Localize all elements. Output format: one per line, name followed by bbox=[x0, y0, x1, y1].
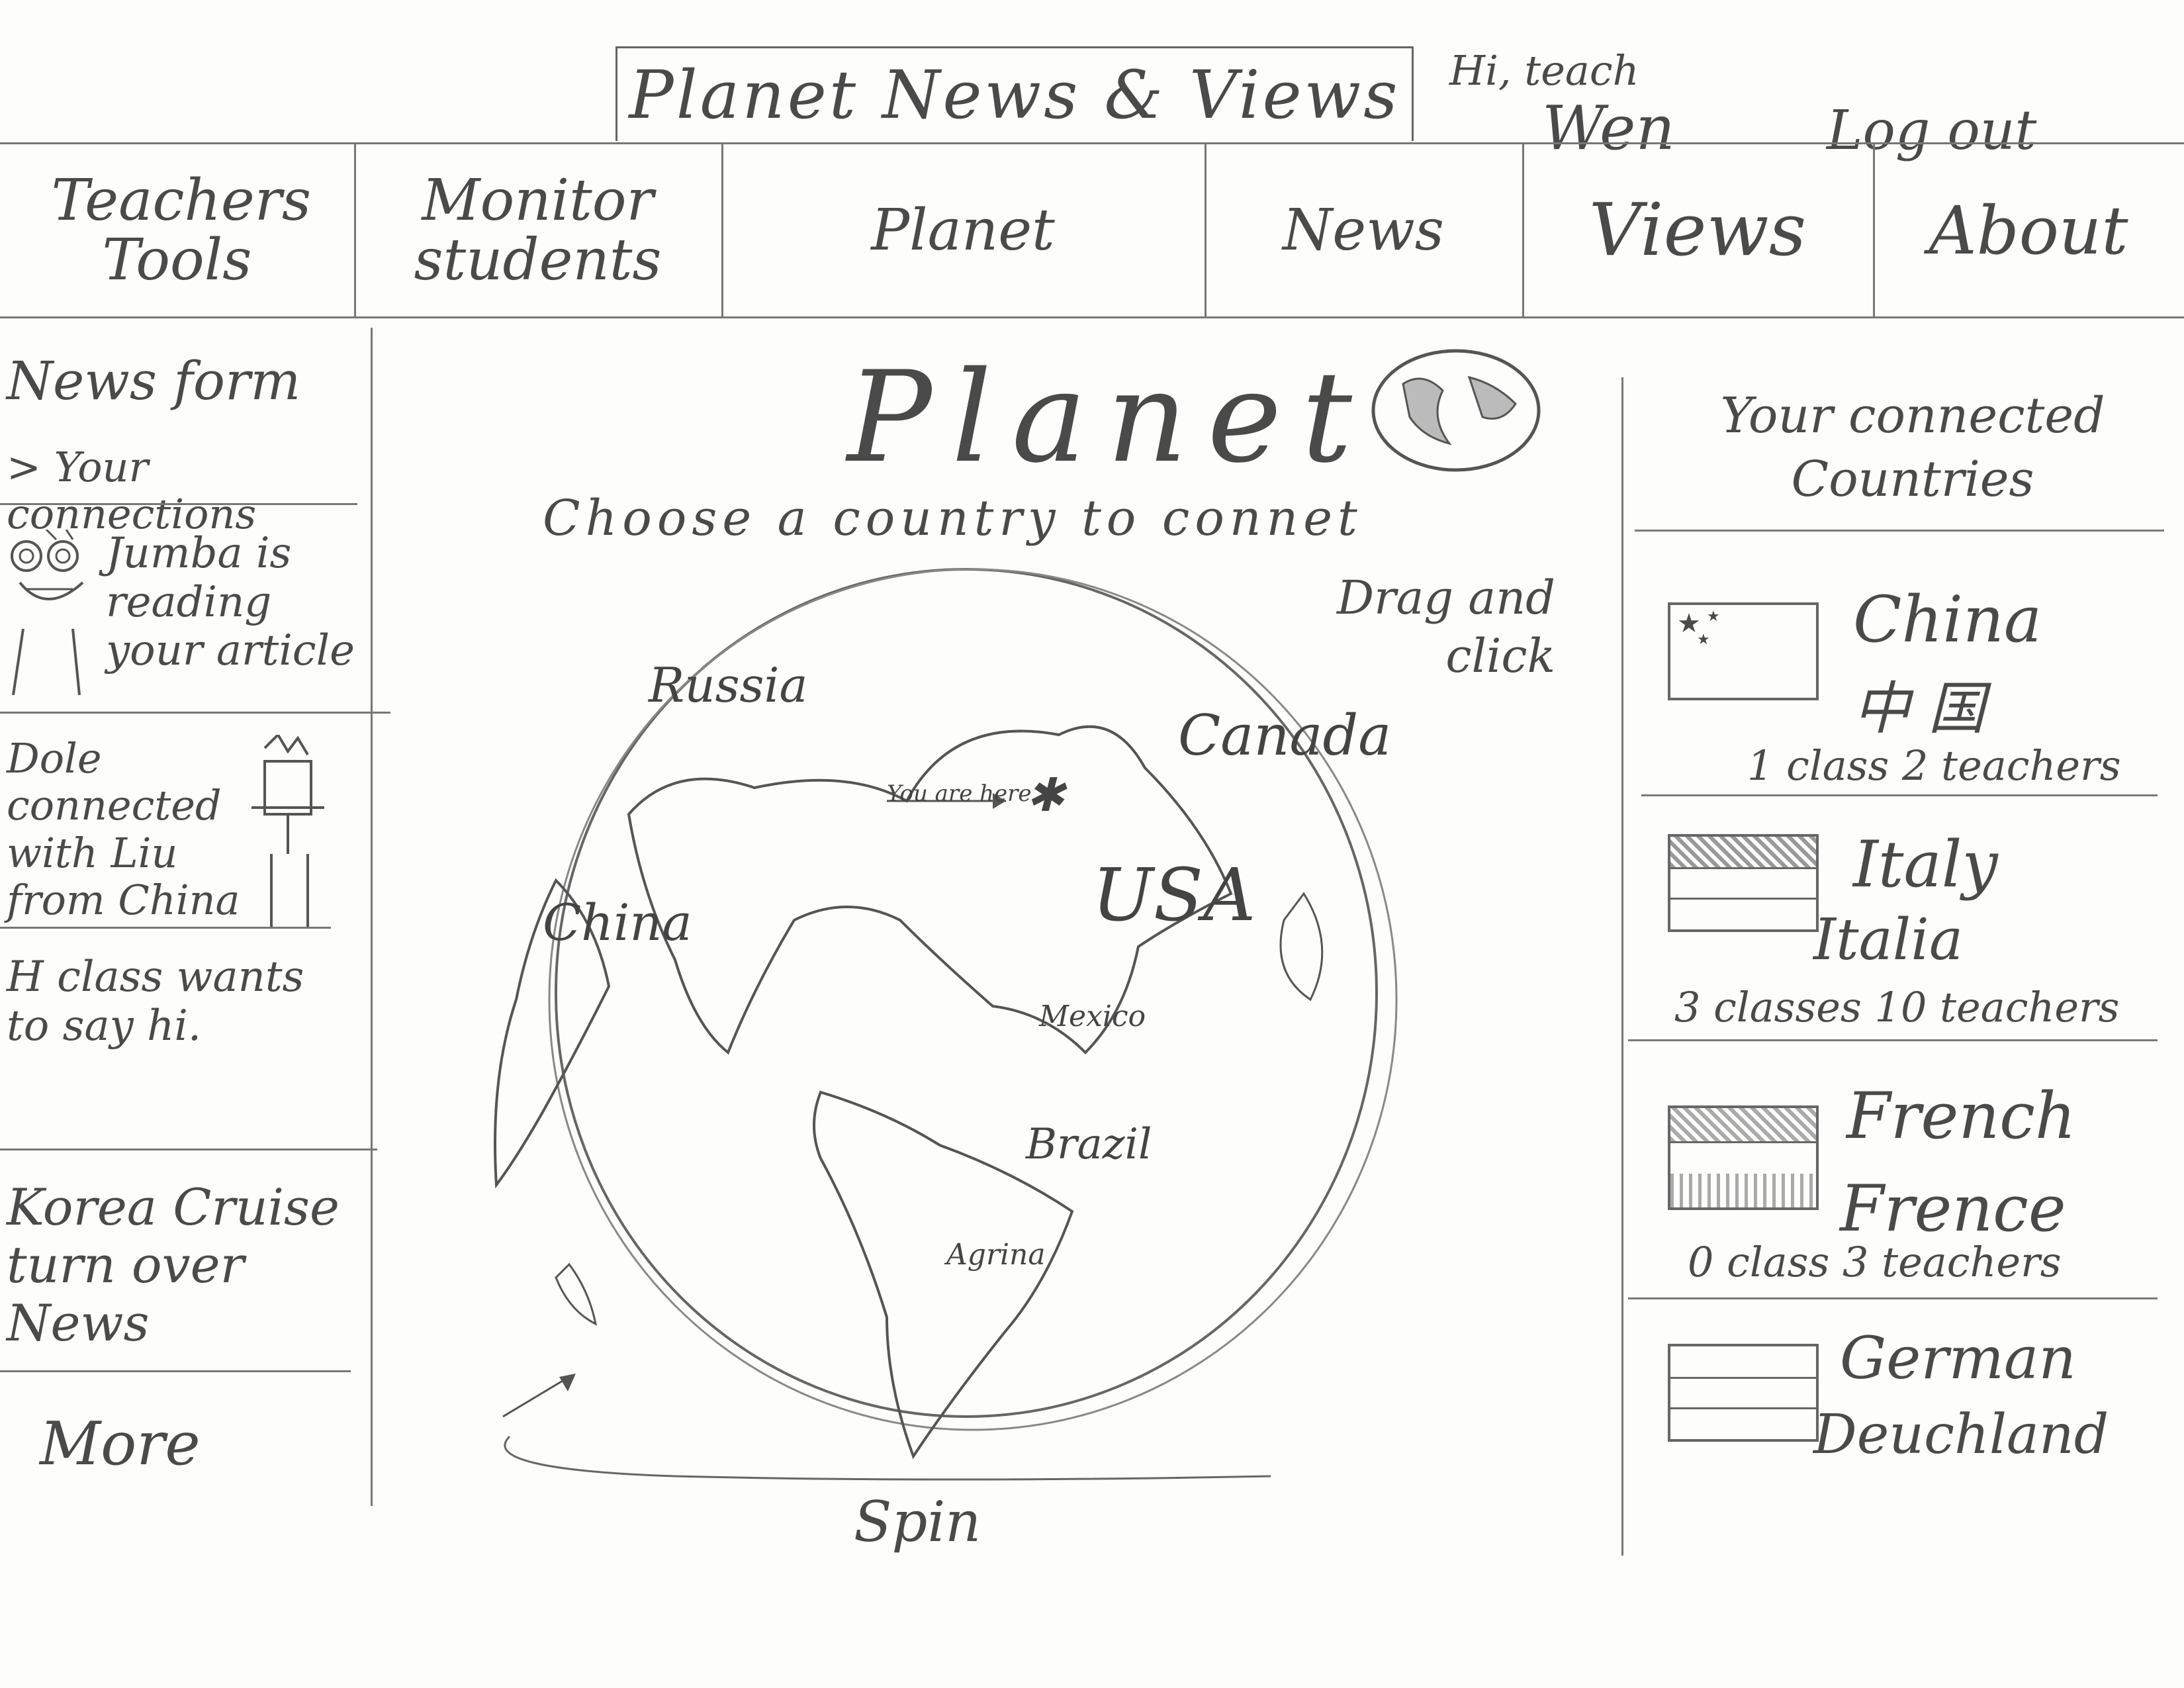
country-native-name: 中 国 bbox=[1853, 676, 1985, 742]
instruction-text: Choose a country to connet bbox=[543, 490, 1363, 547]
feed-text: Jumba is reading your article bbox=[106, 529, 355, 676]
nav-teachers-tools[interactable]: Teachers Tools bbox=[0, 144, 356, 316]
connected-heading: Your connected Countries bbox=[1720, 387, 2105, 508]
stick-figure-icon bbox=[251, 735, 324, 927]
nav-about[interactable]: About bbox=[1929, 191, 2128, 269]
china-flag-icon: ★ ★ ★ bbox=[1668, 602, 1819, 700]
drag-hint: Drag and click bbox=[1336, 571, 1555, 683]
smiley-avatar-icon bbox=[11, 530, 84, 695]
germany-flag-icon bbox=[1668, 1344, 1819, 1442]
nav-monitor-students[interactable]: Monitor students bbox=[354, 144, 723, 316]
country-name: German bbox=[1840, 1324, 2077, 1392]
country-card-italy[interactable]: Italy Italia 3 classes 10 teachers bbox=[1635, 814, 2164, 1066]
country-name: French bbox=[1846, 1079, 2076, 1153]
nav-views[interactable]: Views bbox=[1522, 144, 1875, 316]
map-label-china[interactable]: China bbox=[543, 893, 692, 952]
country-card-france[interactable]: French Frence 0 class 3 teachers bbox=[1635, 1066, 2164, 1317]
map-label-argentina[interactable]: Agrina bbox=[944, 1238, 1046, 1272]
arrow-right-icon: > bbox=[7, 443, 41, 491]
logout-link[interactable]: Log out bbox=[1827, 99, 2037, 162]
greeting-text: Hi, teach bbox=[1449, 46, 1639, 95]
divider bbox=[1628, 1039, 2158, 1041]
divider bbox=[1641, 794, 2158, 796]
main-nav: Teachers Tools Monitor students Planet N… bbox=[0, 142, 2184, 318]
globe-map[interactable]: ✱ Russia Canada USA China Mexico Brazil … bbox=[477, 549, 1456, 1496]
your-connections-link[interactable]: > Your connections bbox=[7, 443, 257, 539]
divider bbox=[1635, 530, 2164, 532]
feed-item[interactable]: Korea Cruise turn over News bbox=[7, 1178, 340, 1352]
map-label-russia[interactable]: Russia bbox=[647, 657, 807, 713]
user-name: Wen bbox=[1542, 93, 1675, 164]
feed-text: Dole connected with Liu from China bbox=[7, 734, 240, 924]
divider bbox=[0, 927, 331, 929]
map-label-mexico[interactable]: Mexico bbox=[1038, 1000, 1146, 1033]
news-form-link[interactable]: News form bbox=[7, 350, 301, 412]
globe-icon bbox=[1371, 349, 1541, 472]
country-stats: 3 classes 10 teachers bbox=[1674, 983, 2120, 1031]
country-native-name: Frence bbox=[1840, 1172, 2066, 1246]
divider bbox=[1628, 1297, 2158, 1299]
you-are-here-label: You are here bbox=[887, 780, 1032, 807]
country-name: Italy bbox=[1853, 827, 1998, 902]
divider bbox=[0, 1370, 351, 1372]
spin-control[interactable]: Spin bbox=[854, 1489, 981, 1554]
you-are-here-marker: ✱ bbox=[1026, 768, 1068, 822]
italy-flag-icon bbox=[1668, 834, 1819, 932]
nav-news[interactable]: News bbox=[1205, 144, 1524, 316]
more-link[interactable]: More bbox=[40, 1409, 201, 1479]
map-label-usa[interactable]: USA bbox=[1092, 853, 1256, 937]
country-card-china[interactable]: ★ ★ ★ China 中 国 1 class 2 teachers bbox=[1635, 569, 2164, 821]
divider bbox=[0, 712, 390, 714]
site-title: Planet News & Views bbox=[615, 46, 1414, 141]
connected-countries-panel bbox=[1621, 377, 2160, 1556]
feed-item[interactable]: H class wants to say hi. bbox=[7, 953, 304, 1051]
country-card-germany[interactable]: German Deuchland bbox=[1635, 1317, 2164, 1569]
france-flag-icon bbox=[1668, 1105, 1819, 1210]
divider bbox=[0, 1149, 377, 1150]
map-label-brazil[interactable]: Brazil bbox=[1025, 1120, 1152, 1169]
country-stats: 1 class 2 teachers bbox=[1747, 741, 2121, 790]
page-title: Planet bbox=[847, 344, 1373, 491]
country-name: China bbox=[1853, 583, 2042, 657]
country-stats: 0 class 3 teachers bbox=[1688, 1238, 2062, 1286]
map-label-canada[interactable]: Canada bbox=[1178, 703, 1391, 768]
country-native-name: Italia bbox=[1813, 907, 1964, 973]
country-native-name: Deuchland bbox=[1813, 1403, 2109, 1466]
nav-planet[interactable]: Planet bbox=[721, 144, 1206, 316]
activity-sidebar bbox=[0, 328, 373, 1506]
divider bbox=[0, 503, 357, 505]
